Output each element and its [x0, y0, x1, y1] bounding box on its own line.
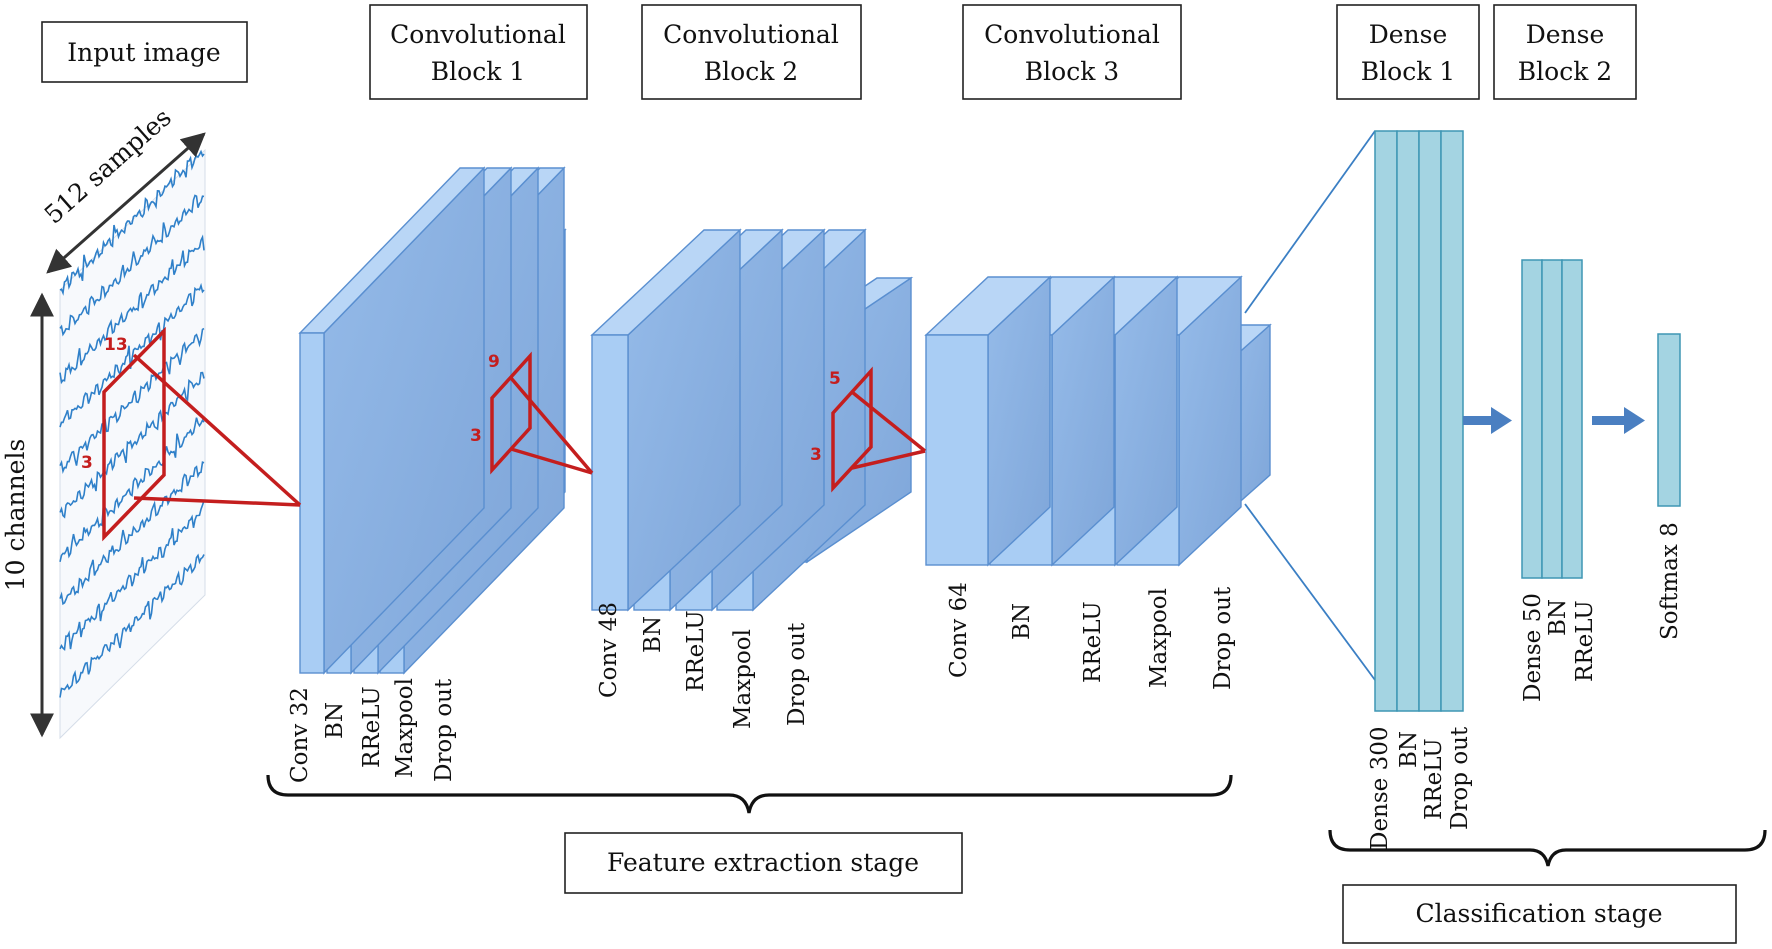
kernel-3-width-label: 3 [810, 445, 822, 465]
conv-block-3-layers [924, 275, 1272, 567]
label-block-1-bn: BN [322, 702, 348, 739]
softmax-layer [1657, 333, 1681, 507]
eeg-channel-trace [59, 500, 205, 651]
label-conv-64: Conv 64 [946, 582, 972, 678]
dense-1-connector-bottom [1244, 503, 1376, 681]
kernel-2: 9 3 [470, 351, 594, 475]
header-dense-block-1-line-1: Dense [1369, 20, 1448, 49]
label-dense-50: Dense 50 [1520, 593, 1546, 702]
dense-2-to-softmax-arrow [1592, 407, 1645, 434]
label-block-3-maxpool: Maxpool [1146, 588, 1172, 688]
kernel-2-height-label: 9 [488, 352, 500, 372]
dense-50-layer [1521, 259, 1543, 579]
kernel-1-projection-bottom [133, 496, 301, 507]
channels-dimension-label: 10 channels [1, 439, 30, 592]
block-2-conv-48-slab [590, 228, 742, 612]
dense-2-rrelu-layer [1561, 259, 1583, 579]
conv-block-1-layers [298, 166, 567, 675]
kernel-2-width-label: 3 [470, 426, 482, 446]
eeg-channel-trace [59, 417, 205, 562]
header-conv-block-3: Convolutional Block 3 [962, 4, 1182, 100]
label-conv-32: Conv 32 [287, 687, 313, 783]
kernel-3-height-label: 5 [829, 369, 841, 389]
dense-1-to-dense-2-arrow [1463, 407, 1512, 434]
block-1-conv-32-slab-front [299, 332, 325, 674]
kernel-3-projection-bottom [851, 449, 926, 470]
label-block-2-maxpool: Maxpool [730, 629, 756, 729]
header-conv-block-1: Convolutional Block 1 [369, 4, 588, 100]
dense-1-rrelu-layer [1418, 130, 1442, 712]
eeg-channel-trace [59, 282, 205, 428]
kernel-1-projection-top [132, 353, 302, 507]
dense-300-layer [1374, 130, 1398, 712]
classification-stage-label: Classification stage [1416, 899, 1663, 928]
label-dense-2-rrelu: RReLU [1572, 600, 1598, 682]
dense-1-connector-top [1244, 130, 1376, 314]
label-dense-1-dropout: Drop out [1447, 726, 1473, 830]
header-dense-block-1: Dense Block 1 [1336, 4, 1480, 100]
kernel-1-height-label: 13 [104, 335, 128, 355]
dense-1-dropout-layer [1440, 130, 1464, 712]
eeg-channel-trace [59, 461, 205, 606]
label-conv-48: Conv 48 [596, 602, 622, 698]
header-conv-block-1-line-1: Convolutional [390, 20, 566, 49]
dense-1-bn-layer [1396, 130, 1420, 712]
header-dense-block-2-line-1: Dense [1526, 20, 1605, 49]
label-block-3-rrelu: RReLU [1080, 601, 1106, 683]
block-2-conv-48-slab-front [591, 334, 629, 611]
label-block-2-bn: BN [640, 616, 666, 653]
header-conv-block-3-line-1: Convolutional [984, 20, 1160, 49]
label-dense-300: Dense 300 [1367, 727, 1393, 851]
dense-2-bn-layer [1541, 259, 1563, 579]
layer-labels: Conv 32 BN RReLU Maxpool Drop out Conv 4… [287, 522, 1683, 850]
label-block-1-maxpool: Maxpool [392, 678, 418, 778]
label-block-2-rrelu: RReLU [683, 610, 709, 692]
header-conv-block-2: Convolutional Block 2 [641, 4, 862, 100]
header-conv-block-2-line-1: Convolutional [663, 20, 839, 49]
kernel-1-width-label: 3 [81, 453, 93, 473]
feature-extraction-stage-label: Feature extraction stage [607, 848, 919, 877]
label-dense-1-rrelu: RReLU [1421, 738, 1447, 820]
header-input-image-label: Input image [67, 38, 220, 67]
kernel-2-projection-top [509, 376, 594, 475]
block-3-conv-64-slab-front [925, 334, 989, 566]
dense-block-1-layers [1244, 130, 1464, 712]
header-dense-block-2: Dense Block 2 [1493, 4, 1637, 100]
label-block-2-dropout: Drop out [784, 622, 810, 726]
kernel-3-projection-top [850, 390, 927, 453]
label-softmax-8: Softmax 8 [1657, 522, 1683, 640]
feature-extraction-brace [266, 774, 1233, 814]
kernel-1-window [102, 326, 166, 542]
kernel-1: 13 3 [81, 326, 302, 542]
header-conv-block-2-line-2: Block 2 [704, 57, 798, 86]
samples-dimension-arrow [46, 132, 206, 274]
label-block-1-rrelu: RReLU [359, 686, 385, 768]
header-conv-block-3-line-2: Block 3 [1025, 57, 1119, 86]
header-dense-block-1-line-2: Block 1 [1361, 57, 1455, 86]
eeg-channel-trace [59, 553, 205, 698]
dense-block-2-layers [1521, 259, 1583, 579]
label-block-1-dropout: Drop out [431, 678, 457, 782]
block-3-conv-64-slab [924, 275, 1052, 567]
header-conv-block-1-line-2: Block 1 [431, 57, 525, 86]
kernel-3-window [831, 366, 873, 493]
header-input-image: Input image [41, 21, 248, 83]
kernel-3: 5 3 [810, 366, 927, 493]
header-dense-block-2-line-2: Block 2 [1518, 57, 1612, 86]
kernel-2-window [490, 351, 532, 475]
label-block-3-bn: BN [1009, 603, 1035, 640]
label-block-3-dropout: Drop out [1210, 586, 1236, 690]
eeg-channel-trace [59, 327, 205, 474]
label-dense-2-bn: BN [1545, 599, 1571, 636]
classification-brace [1328, 829, 1767, 867]
input-image [59, 148, 206, 740]
block-1-conv-32-slab [298, 166, 486, 675]
label-dense-1-bn: BN [1396, 731, 1422, 768]
classification-stage: Classification stage [1342, 884, 1737, 944]
kernel-2-projection-bottom [510, 447, 593, 475]
feature-extraction-stage: Feature extraction stage [564, 832, 963, 894]
conv-block-2-layers [590, 228, 914, 612]
